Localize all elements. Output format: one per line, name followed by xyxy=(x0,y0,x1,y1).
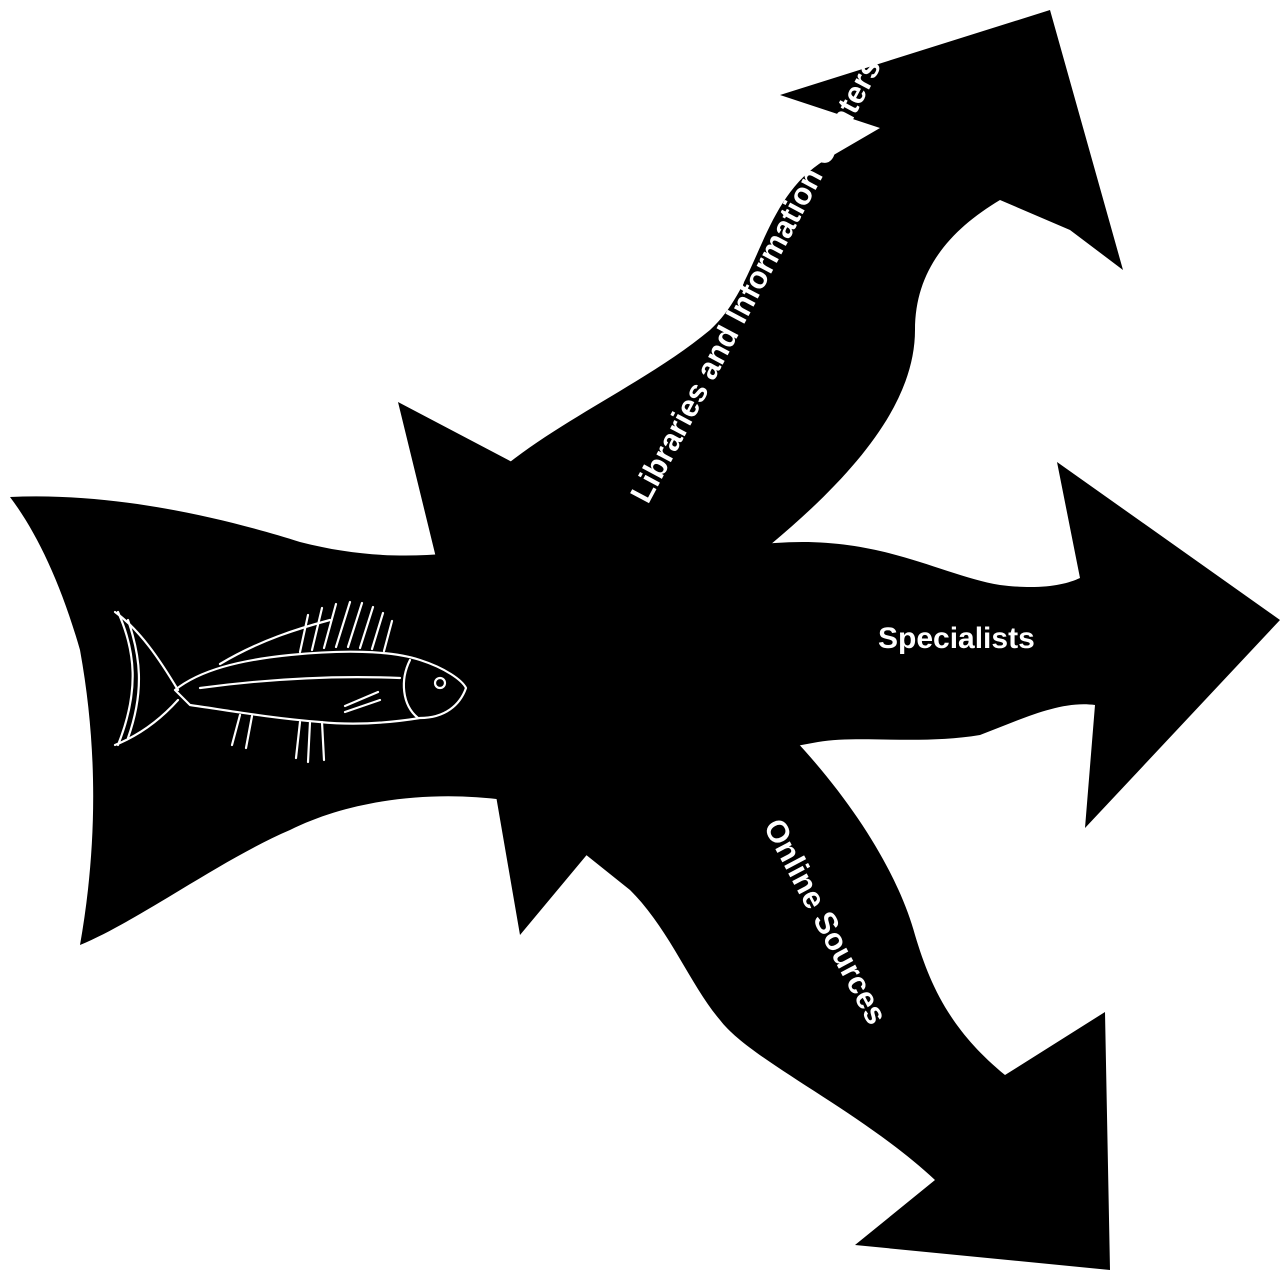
fish-body-outline xyxy=(173,650,468,725)
arrow-online-shape xyxy=(580,740,1110,1270)
fish-gill xyxy=(402,658,420,720)
fish-tail-lines xyxy=(113,610,180,747)
fish-dorsal-fin xyxy=(218,600,394,666)
fish-lateral-line xyxy=(198,676,402,690)
fish-icon xyxy=(113,600,468,764)
arrow-libraries-shape xyxy=(500,10,1123,560)
tail-banner-shape xyxy=(10,496,505,945)
fish-eye xyxy=(433,676,447,690)
label-specialists: Specialists xyxy=(878,622,1035,655)
fish-lower-fins xyxy=(230,690,382,764)
arrow-specialists-shape xyxy=(700,462,1280,828)
